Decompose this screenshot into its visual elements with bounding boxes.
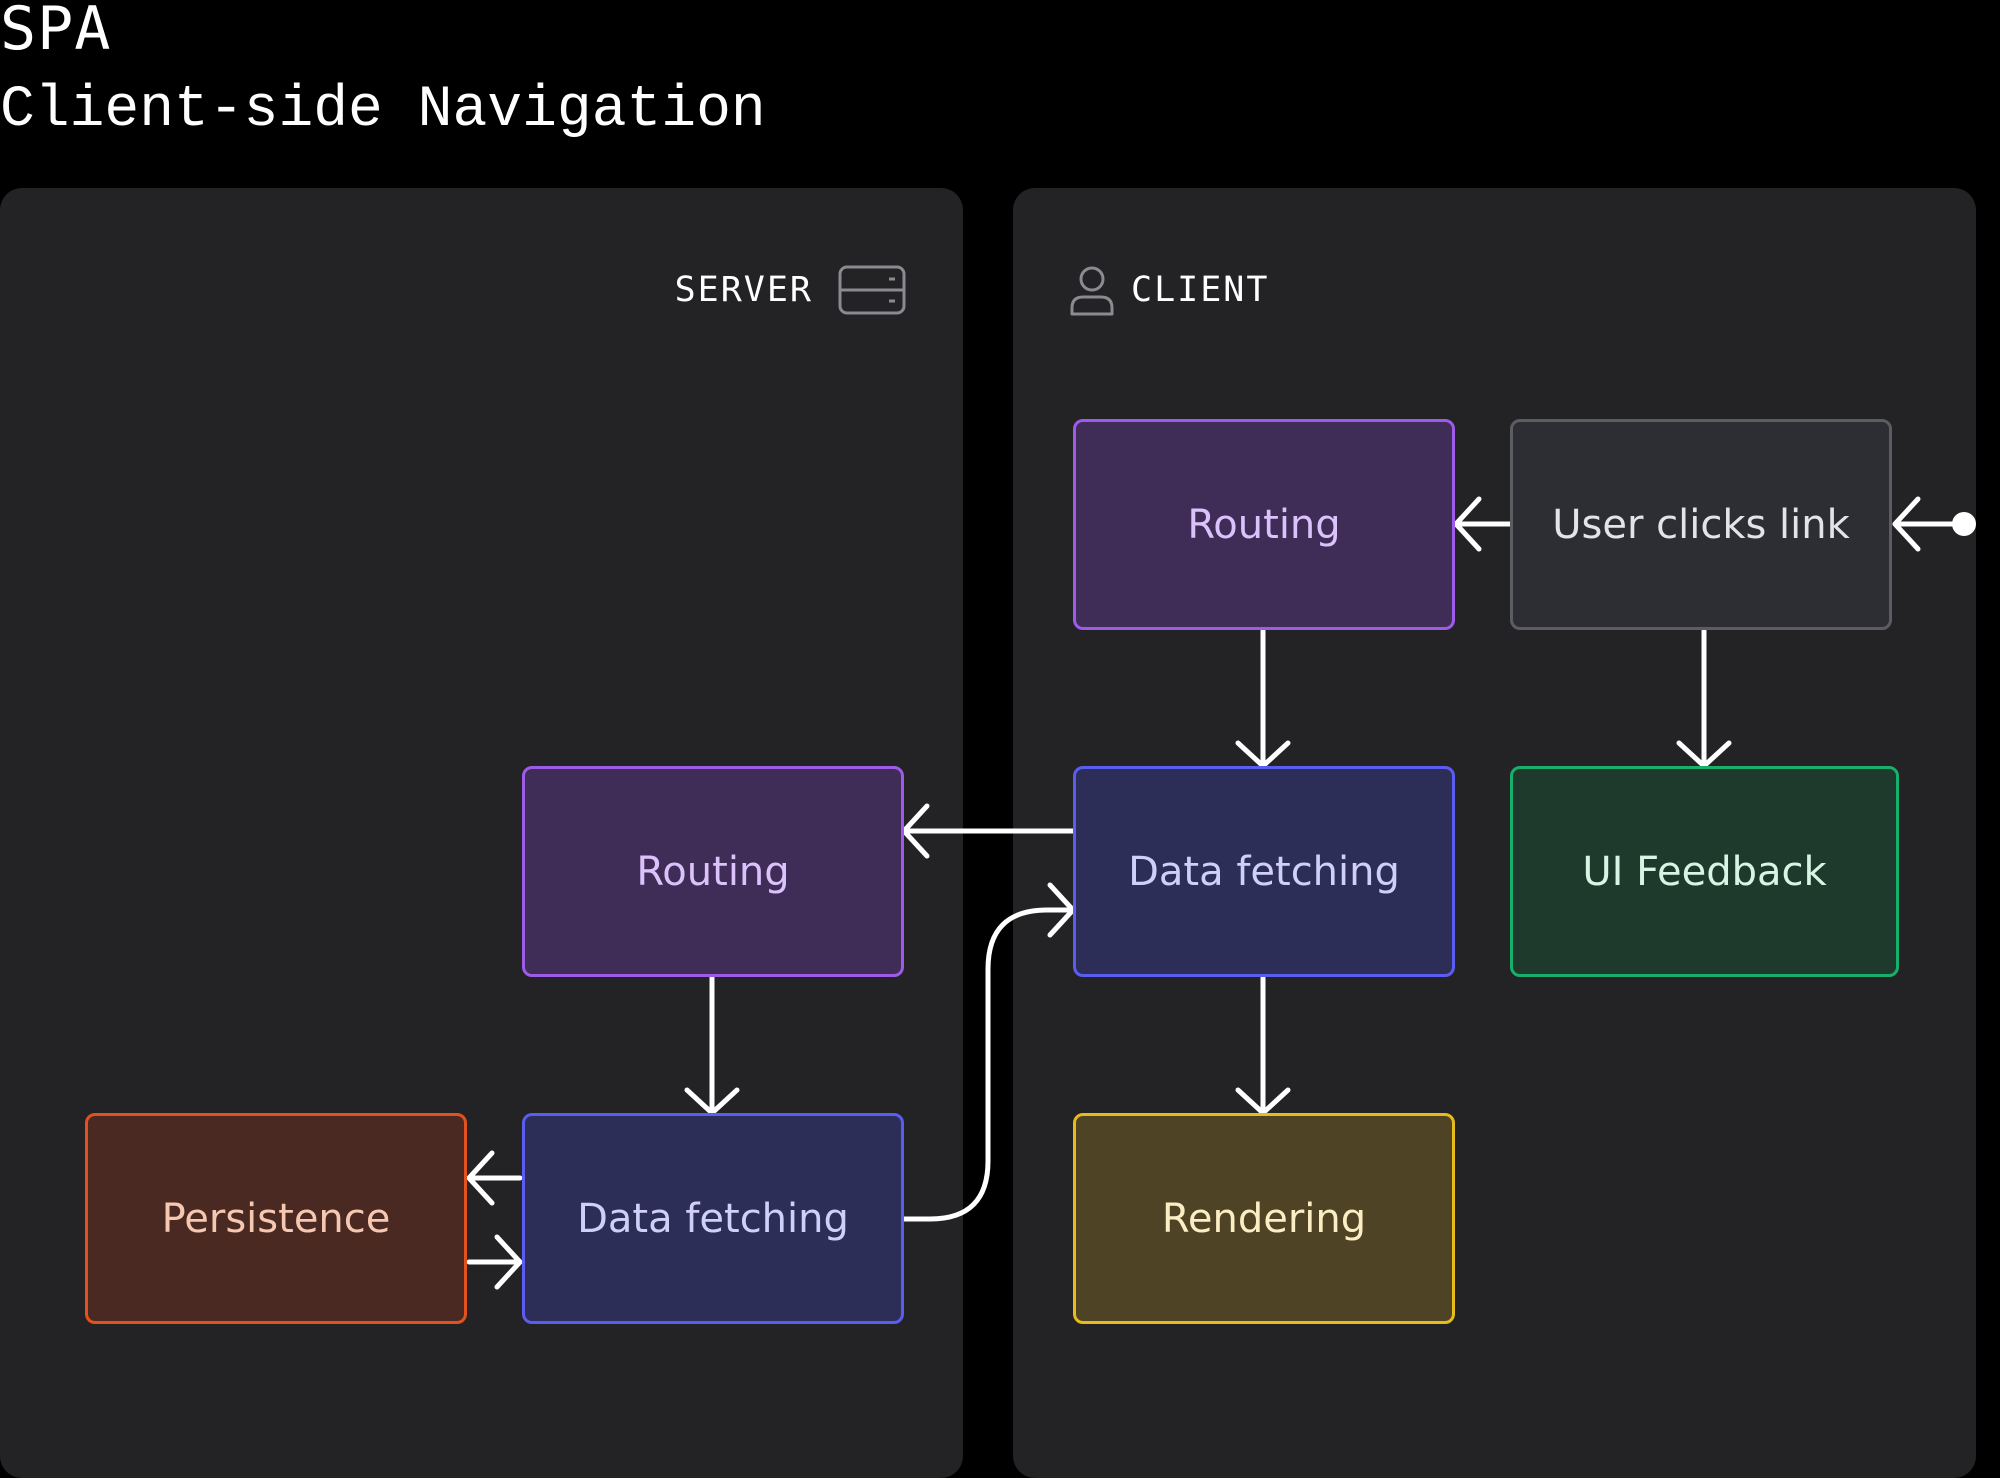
server-icon xyxy=(837,264,907,316)
diagram-title: SPA xyxy=(0,0,112,64)
ui-feedback-node: UI Feedback xyxy=(1510,766,1899,977)
arrow-user-clicks-to-ui-feedback xyxy=(1676,628,1732,769)
client-data-fetching-node: Data fetching xyxy=(1073,766,1455,977)
arrow-data-fetching-to-persistence xyxy=(466,1150,523,1206)
arrow-user-clicks-to-routing xyxy=(1453,496,1513,552)
server-panel-header: SERVER xyxy=(675,264,907,316)
client-panel-header: CLIENT xyxy=(1069,264,1269,316)
arrow-server-data-fetching-to-client xyxy=(901,882,1076,1222)
client-routing-node: Routing xyxy=(1073,419,1455,630)
server-data-fetching-node: Data fetching xyxy=(522,1113,904,1324)
user-clicks-link-node: User clicks link xyxy=(1510,419,1892,630)
server-routing-node: Routing xyxy=(522,766,904,977)
server-panel-label: SERVER xyxy=(674,270,813,310)
arrow-routing-to-data-fetching xyxy=(1235,628,1291,769)
arrow-persistence-to-data-fetching xyxy=(466,1234,523,1290)
client-panel-label: CLIENT xyxy=(1131,270,1270,310)
arrow-data-fetching-to-rendering xyxy=(1235,975,1291,1116)
flow-start-dot xyxy=(1952,512,1976,536)
rendering-node: Rendering xyxy=(1073,1113,1455,1324)
arrow-data-fetching-to-server-routing xyxy=(901,803,1076,859)
user-icon xyxy=(1069,264,1115,316)
diagram-subtitle: Client-side Navigation xyxy=(0,78,766,143)
arrow-server-routing-to-data-fetching xyxy=(684,975,740,1116)
persistence-node: Persistence xyxy=(85,1113,467,1324)
